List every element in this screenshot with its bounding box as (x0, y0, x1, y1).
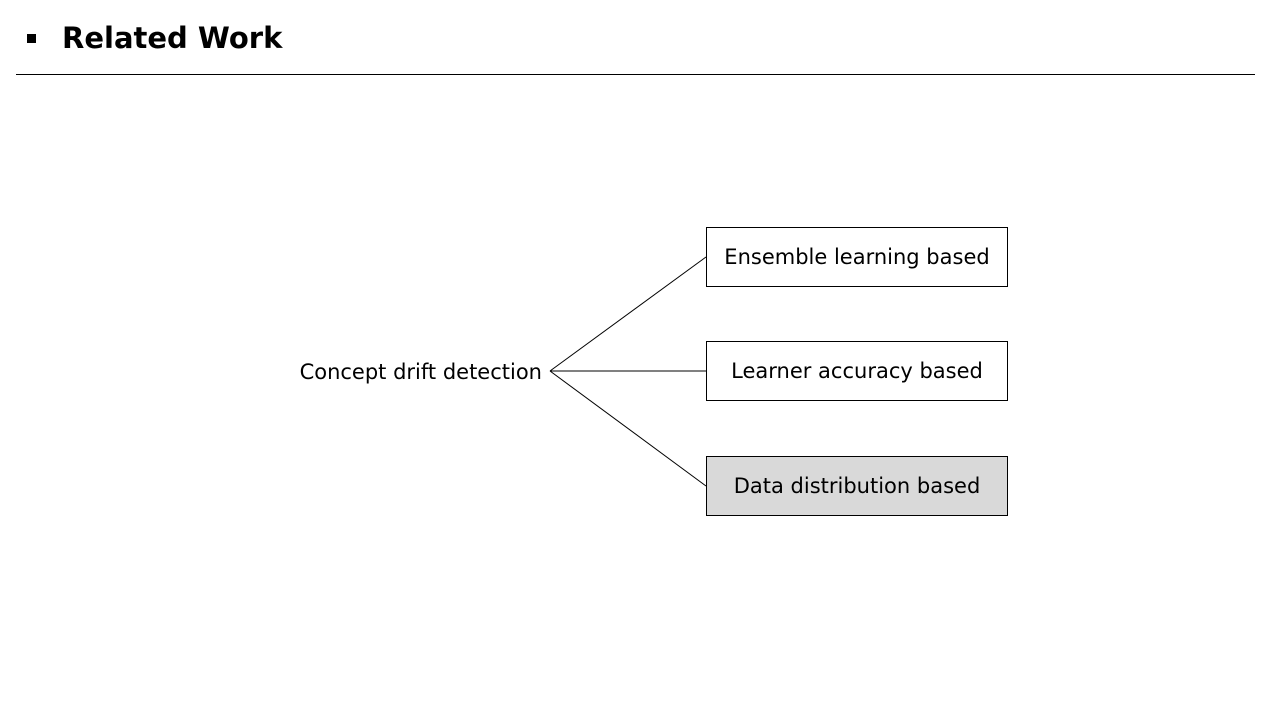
slide-title: Related Work (62, 21, 283, 55)
slide-header: Related Work (27, 16, 282, 60)
branch-label: Ensemble learning based (724, 245, 990, 269)
root-node-label: Concept drift detection (299, 360, 542, 384)
header-divider (16, 74, 1255, 75)
connector-line-ensemble (549, 256, 707, 372)
branch-box-accuracy: Learner accuracy based (706, 341, 1008, 401)
branch-label: Data distribution based (733, 474, 981, 498)
branch-box-distribution: Data distribution based (706, 456, 1008, 516)
square-bullet-icon (27, 33, 36, 43)
branch-label: Learner accuracy based (731, 359, 983, 383)
branch-box-ensemble: Ensemble learning based (706, 227, 1008, 287)
connector-line-distribution (549, 370, 707, 487)
